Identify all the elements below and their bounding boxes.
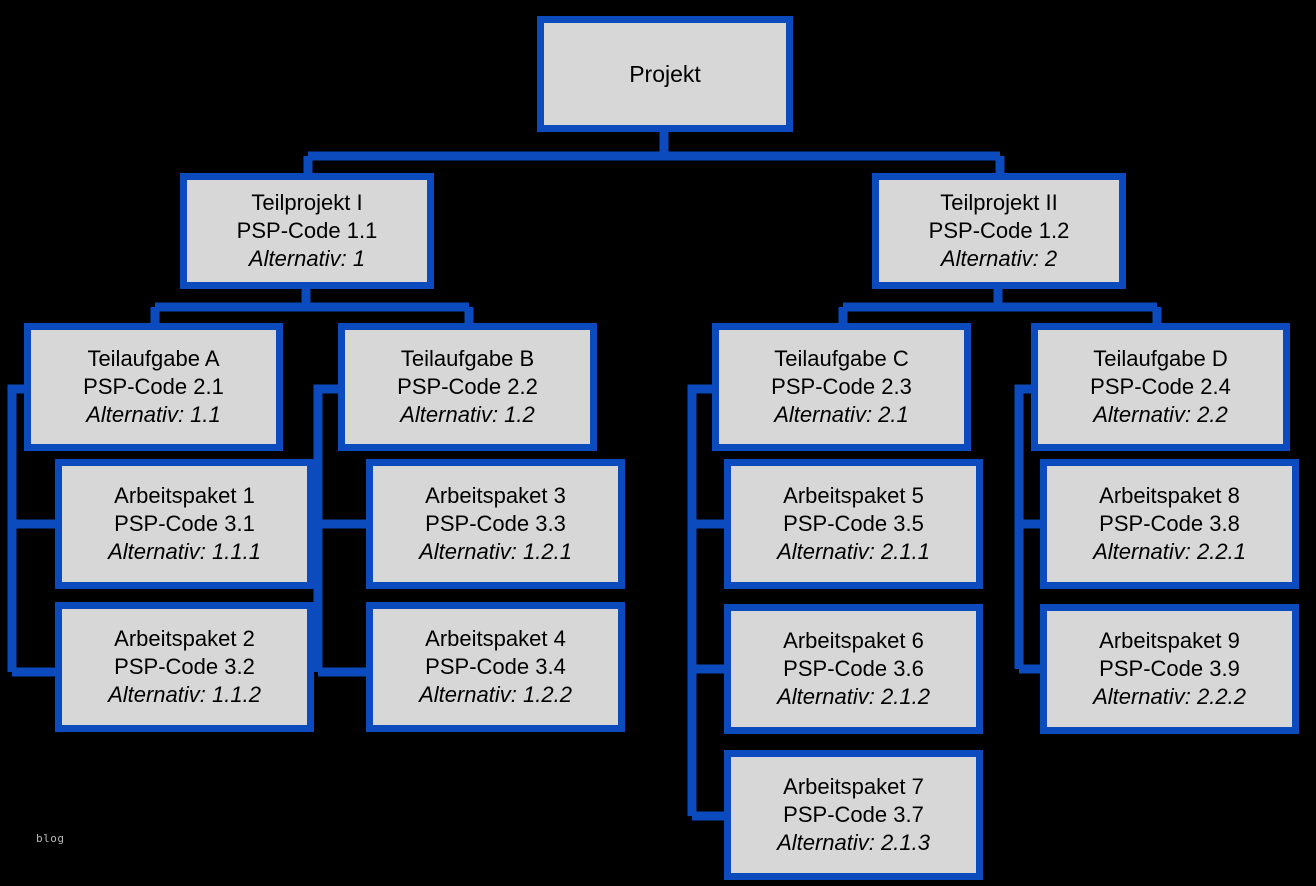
- node-teilaufgabe-b[interactable]: Teilaufgabe B PSP-Code 2.2 Alternativ: 1…: [338, 323, 597, 451]
- node-teilaufgabe-d[interactable]: Teilaufgabe D PSP-Code 2.4 Alternativ: 2…: [1031, 323, 1290, 451]
- node-arbeitspaket-2[interactable]: Arbeitspaket 2 PSP-Code 3.2 Alternativ: …: [55, 602, 314, 732]
- node-arbeitspaket-4-alternative: Alternativ: 1.2.2: [419, 681, 572, 707]
- node-teilaufgabe-b-title: Teilaufgabe B: [400, 346, 535, 372]
- node-arbeitspaket-7-alternative: Alternativ: 2.1.3: [777, 829, 930, 855]
- node-teilprojekt-2-alternative: Alternativ: 2: [940, 245, 1058, 271]
- node-arbeitspaket-6[interactable]: Arbeitspaket 6 PSP-Code 3.6 Alternativ: …: [724, 604, 983, 734]
- node-arbeitspaket-9-title: Arbeitspaket 9: [1099, 628, 1240, 654]
- node-arbeitspaket-5-title: Arbeitspaket 5: [783, 483, 924, 509]
- watermark-text: blog: [36, 832, 65, 845]
- node-arbeitspaket-8-title: Arbeitspaket 8: [1099, 483, 1240, 509]
- node-arbeitspaket-3-title: Arbeitspaket 3: [425, 483, 566, 509]
- node-arbeitspaket-9-alternative: Alternativ: 2.2.2: [1093, 683, 1246, 709]
- node-arbeitspaket-8-code: PSP-Code 3.8: [1099, 511, 1240, 537]
- node-arbeitspaket-3[interactable]: Arbeitspaket 3 PSP-Code 3.3 Alternativ: …: [366, 459, 625, 589]
- node-projekt-title: Projekt: [629, 60, 701, 87]
- node-teilprojekt-1[interactable]: Teilprojekt I PSP-Code 1.1 Alternativ: 1: [180, 173, 434, 289]
- node-arbeitspaket-5-code: PSP-Code 3.5: [783, 511, 924, 537]
- node-arbeitspaket-8[interactable]: Arbeitspaket 8 PSP-Code 3.8 Alternativ: …: [1040, 459, 1299, 589]
- node-arbeitspaket-9[interactable]: Arbeitspaket 9 PSP-Code 3.9 Alternativ: …: [1040, 604, 1299, 734]
- node-teilprojekt-1-title: Teilprojekt I: [251, 190, 363, 216]
- node-teilaufgabe-c-title: Teilaufgabe C: [774, 346, 909, 372]
- edge-tb-trunk: [313, 384, 340, 672]
- node-teilaufgabe-c-alternative: Alternativ: 2.1: [774, 401, 909, 427]
- node-arbeitspaket-6-code: PSP-Code 3.6: [783, 656, 924, 682]
- node-arbeitspaket-7-title: Arbeitspaket 7: [783, 774, 924, 800]
- node-teilaufgabe-a-title: Teilaufgabe A: [87, 346, 220, 372]
- node-arbeitspaket-7[interactable]: Arbeitspaket 7 PSP-Code 3.7 Alternativ: …: [724, 750, 983, 880]
- node-arbeitspaket-3-code: PSP-Code 3.3: [425, 511, 566, 537]
- node-arbeitspaket-2-title: Arbeitspaket 2: [114, 626, 255, 652]
- node-arbeitspaket-1-code: PSP-Code 3.1: [114, 511, 255, 537]
- node-teilaufgabe-a-alternative: Alternativ: 1.1: [86, 401, 221, 427]
- node-arbeitspaket-5[interactable]: Arbeitspaket 5 PSP-Code 3.5 Alternativ: …: [724, 459, 983, 589]
- node-arbeitspaket-4-code: PSP-Code 3.4: [425, 654, 566, 680]
- node-arbeitspaket-7-code: PSP-Code 3.7: [783, 802, 924, 828]
- node-projekt[interactable]: Projekt: [537, 16, 793, 132]
- edge-tc-trunk: [687, 384, 714, 816]
- node-teilaufgabe-c-code: PSP-Code 2.3: [771, 374, 912, 400]
- node-arbeitspaket-2-alternative: Alternativ: 1.1.2: [108, 681, 261, 707]
- node-teilaufgabe-a-code: PSP-Code 2.1: [83, 374, 224, 400]
- node-teilaufgabe-a[interactable]: Teilaufgabe A PSP-Code 2.1 Alternativ: 1…: [24, 323, 283, 451]
- node-teilprojekt-2-code: PSP-Code 1.2: [928, 218, 1070, 244]
- node-arbeitspaket-1[interactable]: Arbeitspaket 1 PSP-Code 3.1 Alternativ: …: [55, 459, 314, 589]
- node-arbeitspaket-3-alternative: Alternativ: 1.2.1: [419, 538, 572, 564]
- node-arbeitspaket-4[interactable]: Arbeitspaket 4 PSP-Code 3.4 Alternativ: …: [366, 602, 625, 732]
- node-teilaufgabe-d-alternative: Alternativ: 2.2: [1093, 401, 1228, 427]
- edge-td-trunk: [1014, 384, 1033, 669]
- node-arbeitspaket-6-alternative: Alternativ: 2.1.2: [777, 683, 930, 709]
- node-arbeitspaket-1-alternative: Alternativ: 1.1.1: [108, 538, 261, 564]
- node-teilaufgabe-d-title: Teilaufgabe D: [1093, 346, 1228, 372]
- node-arbeitspaket-9-code: PSP-Code 3.9: [1099, 656, 1240, 682]
- node-teilprojekt-2-title: Teilprojekt II: [940, 190, 1058, 216]
- node-arbeitspaket-5-alternative: Alternativ: 2.1.1: [777, 538, 930, 564]
- node-arbeitspaket-6-title: Arbeitspaket 6: [783, 628, 924, 654]
- node-teilaufgabe-b-code: PSP-Code 2.2: [397, 374, 538, 400]
- node-teilprojekt-1-alternative: Alternativ: 1: [248, 245, 366, 271]
- node-arbeitspaket-8-alternative: Alternativ: 2.2.1: [1093, 538, 1246, 564]
- node-teilaufgabe-c[interactable]: Teilaufgabe C PSP-Code 2.3 Alternativ: 2…: [712, 323, 971, 451]
- node-teilprojekt-2[interactable]: Teilprojekt II PSP-Code 1.2 Alternativ: …: [872, 173, 1126, 289]
- node-arbeitspaket-4-title: Arbeitspaket 4: [425, 626, 566, 652]
- node-teilprojekt-1-code: PSP-Code 1.1: [236, 218, 378, 244]
- node-arbeitspaket-1-title: Arbeitspaket 1: [114, 483, 255, 509]
- node-teilaufgabe-d-code: PSP-Code 2.4: [1090, 374, 1231, 400]
- node-teilaufgabe-b-alternative: Alternativ: 1.2: [400, 401, 535, 427]
- node-arbeitspaket-2-code: PSP-Code 3.2: [114, 654, 255, 680]
- edge-ta-trunk: [7, 384, 26, 672]
